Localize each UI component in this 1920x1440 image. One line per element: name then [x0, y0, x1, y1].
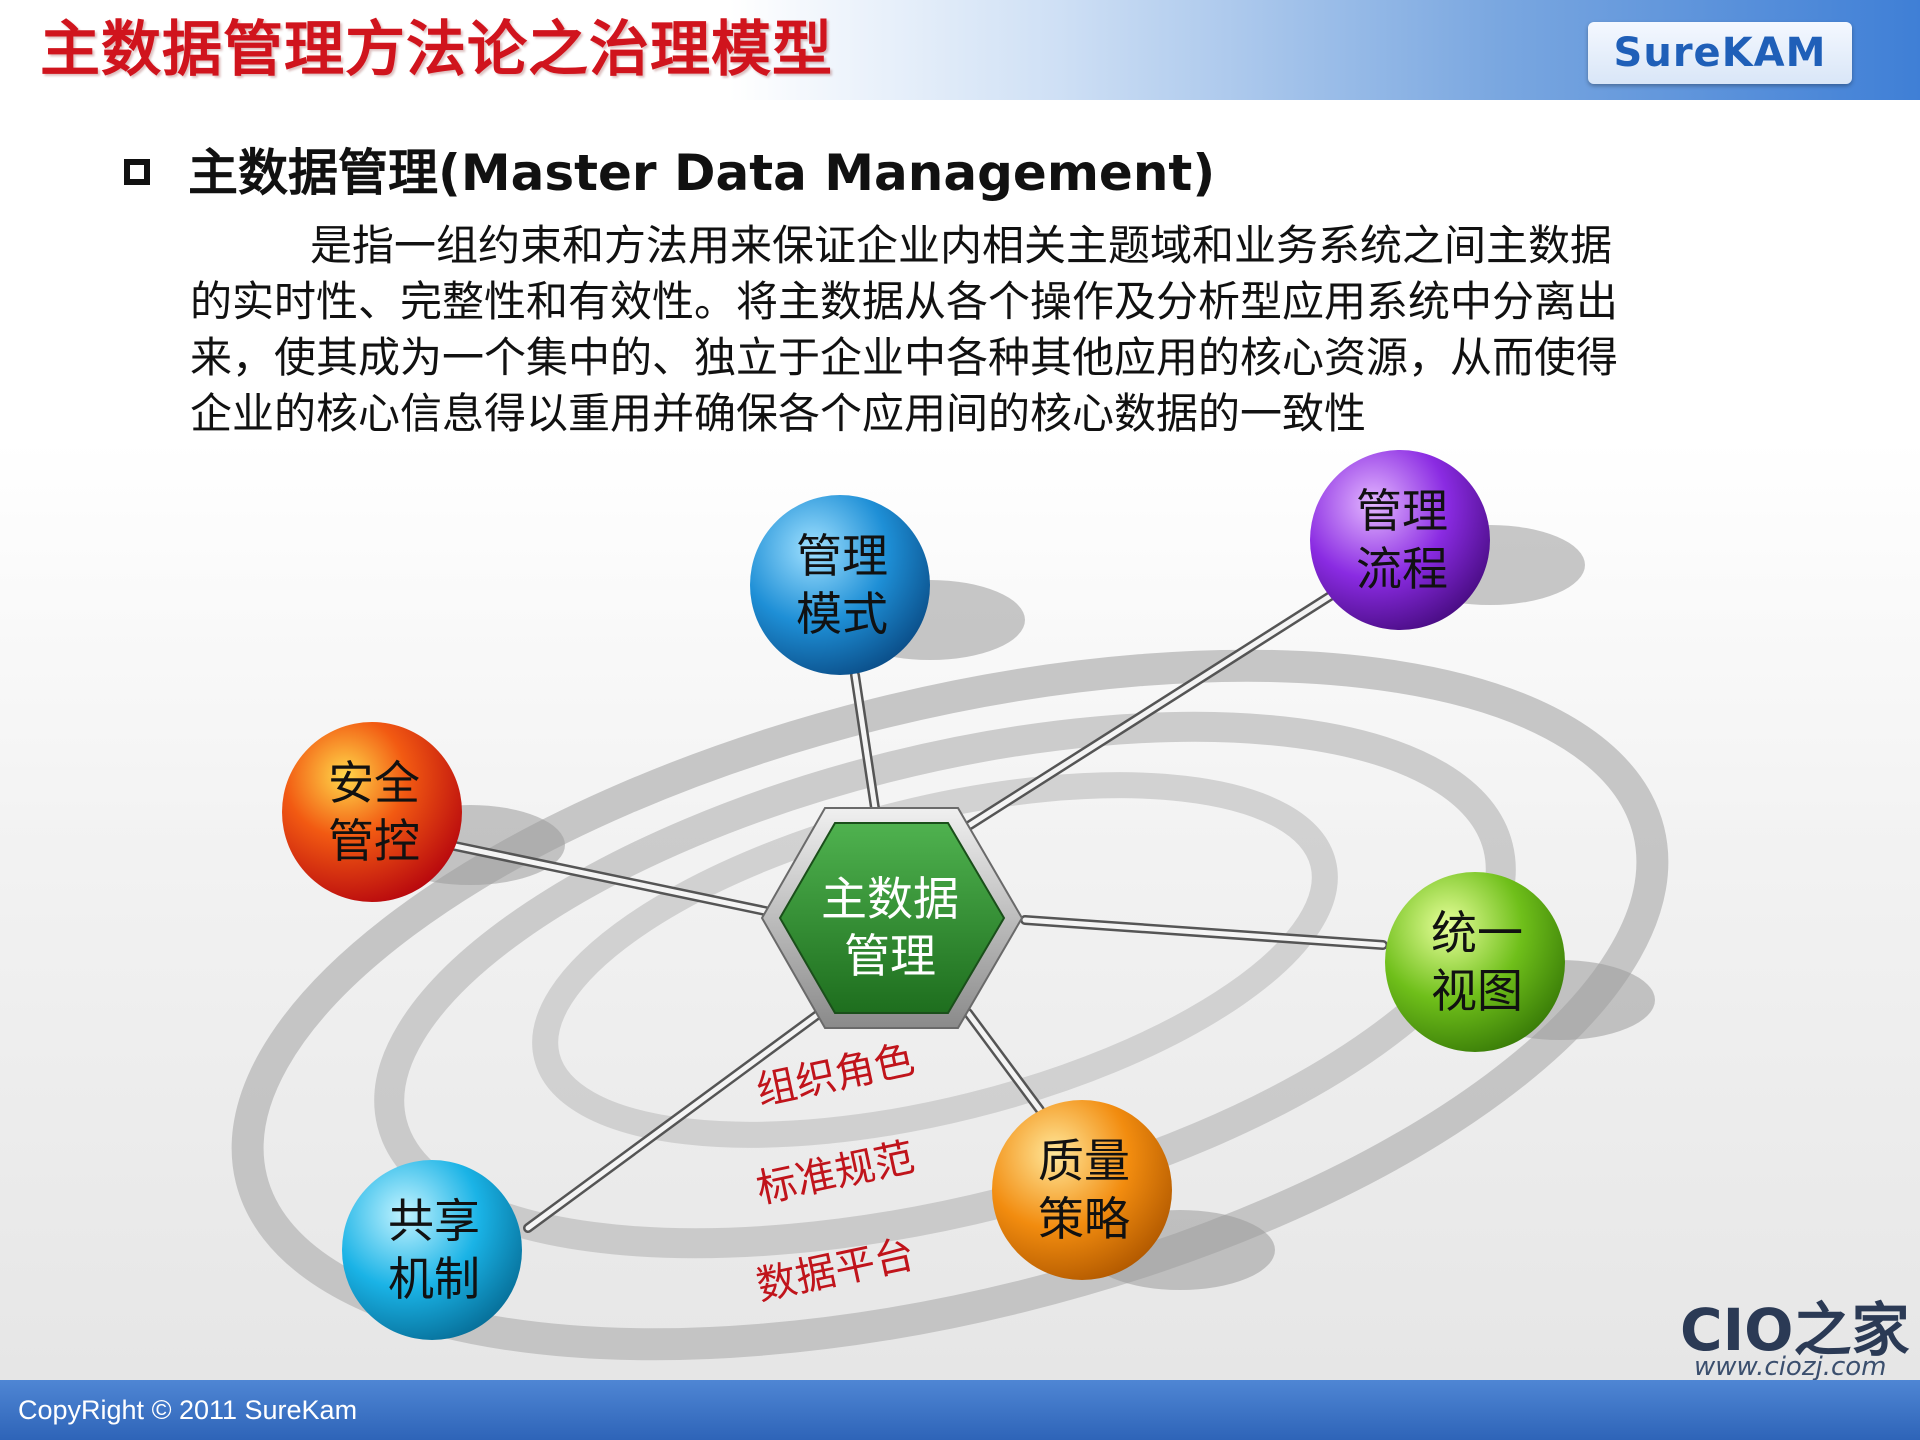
node-anquan-guankong: 安全 管控: [282, 722, 462, 902]
ring-labels: 组织角色 标准规范 数据平台: [753, 1037, 919, 1310]
node-gongxiang-jizhi: 共享 机制: [342, 1160, 522, 1340]
node-label: 模式: [796, 587, 888, 641]
watermark-url: www.ciozj.com: [1694, 1352, 1887, 1382]
paragraph-line: 企业的核心信息得以重用并确保各个应用间的核心数据的一致性: [190, 389, 1367, 438]
node-label: 质量: [1038, 1134, 1130, 1188]
node-label: 视图: [1431, 964, 1523, 1018]
section-heading: 主数据管理(Master Data Management): [188, 144, 1216, 202]
node-guanli-liucheng: 管理 流程: [1310, 450, 1490, 630]
surekam-logo: SureKAM: [1588, 22, 1852, 84]
connectors: [445, 588, 1388, 1233]
bullet-square-icon: [124, 159, 150, 185]
watermark-brand: CIO之家: [1680, 1296, 1910, 1364]
header-bar: 主数据管理方法论之治理模型 SureKAM: [0, 0, 1920, 100]
node-label: 共享: [388, 1194, 480, 1248]
logo-text: SureKAM: [1613, 30, 1827, 76]
paragraph-line: 是指一组约束和方法用来保证企业内相关主题域和业务系统之间主数据: [310, 221, 1613, 270]
node-tongyi-shitu: 统一 视图: [1385, 872, 1565, 1052]
page-title: 主数据管理方法论之治理模型: [40, 15, 833, 85]
paragraph-line: 来，使其成为一个集中的、独立于企业中各种其他应用的核心资源，从而使得: [190, 333, 1619, 382]
node-label: 统一: [1431, 906, 1523, 960]
node-guanli-moshi: 管理 模式: [750, 495, 930, 675]
center-label-line1: 主数据: [821, 872, 959, 926]
node-zhiliang-celue: 质量 策略: [992, 1100, 1172, 1280]
center-label-line2: 管理: [844, 929, 936, 983]
paragraph-line: 的实时性、完整性和有效性。将主数据从各个操作及分析型应用系统中分离出: [190, 277, 1619, 326]
copyright-text: CopyRight © 2011 SureKam: [18, 1395, 358, 1425]
node-label: 策略: [1038, 1192, 1130, 1246]
definition-paragraph: 是指一组约束和方法用来保证企业内相关主题域和业务系统之间主数据 的实时性、完整性…: [190, 218, 1850, 442]
node-label: 流程: [1356, 542, 1448, 596]
center-hexagon: 主数据 管理: [760, 807, 1024, 1029]
node-label: 安全: [328, 756, 420, 810]
footer-bar: CopyRight © 2011 SureKam: [0, 1380, 1920, 1440]
node-label: 管理: [1356, 484, 1448, 538]
node-label: 管控: [328, 814, 420, 868]
node-label: 管理: [796, 529, 888, 583]
node-label: 机制: [388, 1252, 480, 1306]
